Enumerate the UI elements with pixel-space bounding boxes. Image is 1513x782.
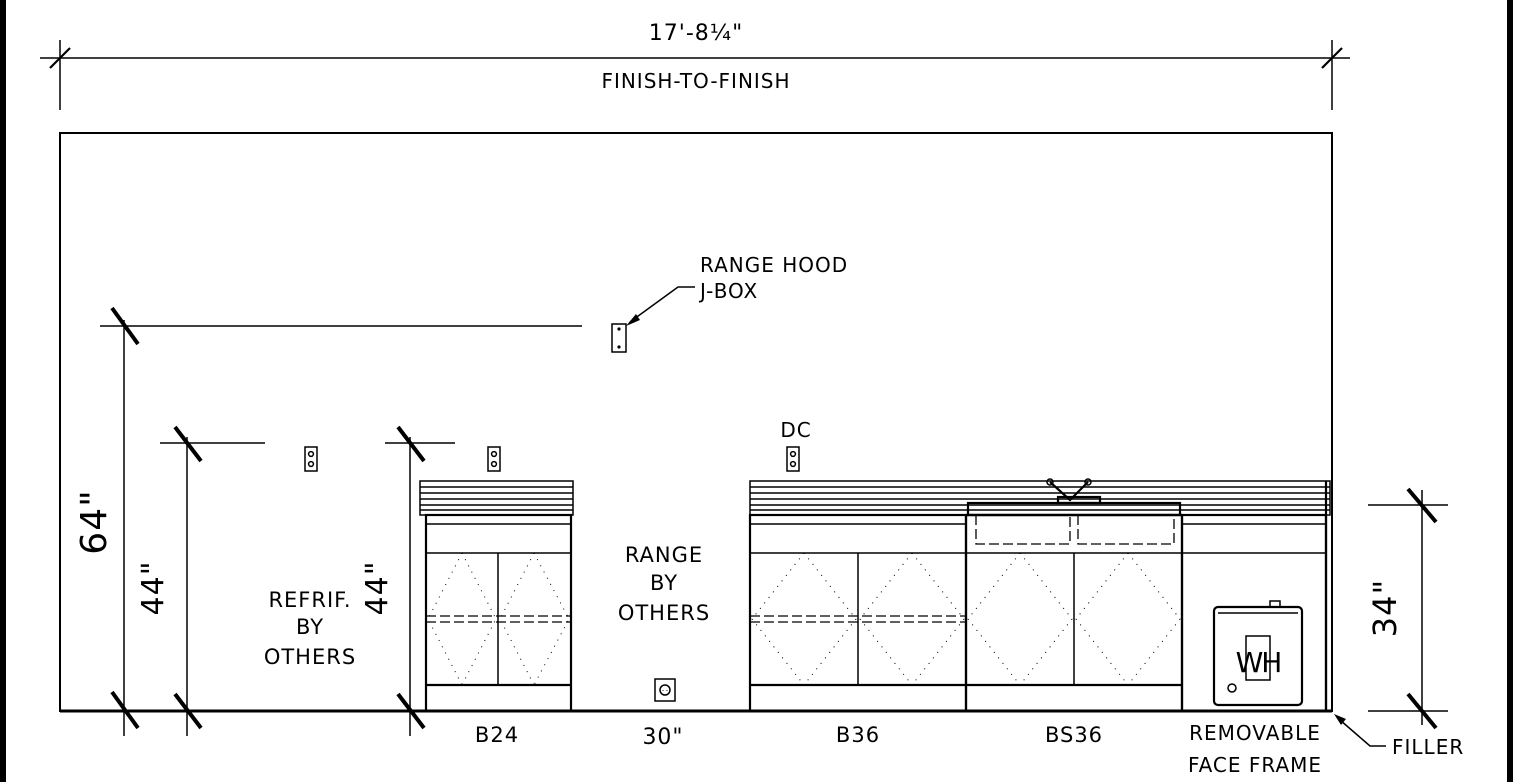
- overall-dimension: 17'-8¼" FINISH-TO-FINISH: [40, 21, 1350, 110]
- b36-label: B36: [836, 723, 880, 747]
- bs36-label: BS36: [1045, 723, 1103, 747]
- finish-to-finish-label: FINISH-TO-FINISH: [601, 69, 790, 93]
- height-44-right-label: 44": [360, 561, 395, 616]
- range-line3: OTHERS: [618, 601, 710, 625]
- range-line2: BY: [650, 571, 678, 595]
- face-frame-line1: REMOVABLE: [1189, 721, 1321, 745]
- range-hood-jbox: RANGE HOOD J-BOX: [611, 253, 848, 353]
- filler-callout: FILLER: [1334, 714, 1464, 759]
- cabinet-b24: B24: [419, 480, 574, 747]
- countertop-right: [749, 480, 1331, 711]
- dc-label: DC: [780, 418, 811, 442]
- height-34-label: 34": [1366, 579, 1404, 637]
- refrig-line2: BY: [296, 615, 324, 639]
- refrig-line1: REFRIF.: [268, 588, 351, 612]
- dimension-44-right: 44": [360, 425, 455, 736]
- range-callout: RANGE BY OTHERS: [618, 543, 710, 625]
- refrigerator-callout: REFRIF. BY OTHERS: [264, 588, 356, 669]
- range-width-label: 30": [642, 725, 683, 750]
- outlet-dc: DC: [780, 418, 811, 472]
- outlet-range: [654, 678, 676, 702]
- cabinet-bs36: BS36: [964, 513, 1184, 747]
- outlet-refrigerator: [304, 446, 318, 472]
- outlet-b24: [487, 446, 501, 472]
- range-hood-label: RANGE HOOD: [700, 253, 848, 277]
- cabinet-b36: B36: [748, 513, 968, 747]
- refrig-line3: OTHERS: [264, 645, 356, 669]
- b24-label: B24: [475, 723, 519, 747]
- dimension-34: 34": [1366, 487, 1448, 730]
- height-64-label: 64": [74, 489, 115, 554]
- sink-faucet: [966, 478, 1182, 545]
- dimension-44-left: 44": [136, 425, 265, 736]
- jbox-label: J-BOX: [698, 279, 758, 303]
- dimension-64: 64": [74, 306, 582, 736]
- face-frame-line2: FACE FRAME: [1188, 753, 1322, 777]
- range-line1: RANGE: [625, 543, 703, 567]
- overall-length-label: 17'-8¼": [649, 21, 743, 46]
- water-heater-label: WH: [1236, 646, 1281, 679]
- water-heater-bay: WH: [1180, 513, 1328, 713]
- height-44-left-label: 44": [136, 561, 171, 616]
- filler-label: FILLER: [1392, 735, 1464, 759]
